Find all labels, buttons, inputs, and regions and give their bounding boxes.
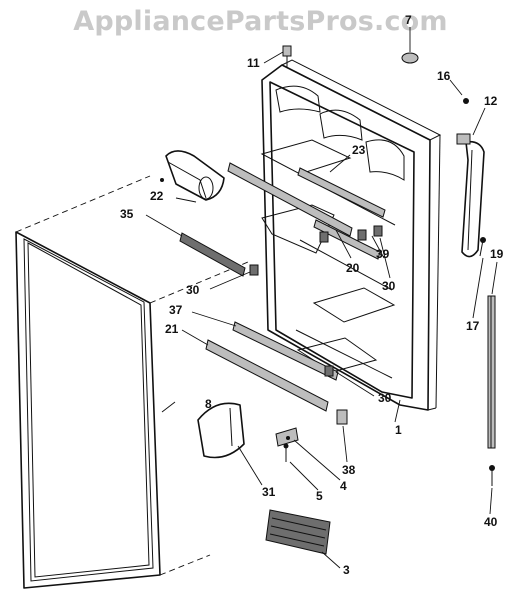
door-liner bbox=[260, 59, 442, 411]
callout-19: 19 bbox=[490, 247, 504, 261]
hinge-pin-4 bbox=[275, 427, 299, 447]
callout-20: 20 bbox=[346, 261, 360, 275]
callout-37: 37 bbox=[169, 303, 183, 317]
callout-21: 21 bbox=[165, 322, 179, 336]
screw-17 bbox=[479, 237, 486, 257]
callout-17: 17 bbox=[466, 319, 480, 333]
grille-3 bbox=[265, 509, 331, 555]
shelf-bar-37 bbox=[232, 321, 339, 381]
callout-23: 23 bbox=[352, 143, 366, 157]
callout-7: 7 bbox=[405, 13, 412, 27]
watermark-text: AppliancePartsPros.com bbox=[73, 6, 448, 37]
callout-8: 8 bbox=[205, 397, 212, 411]
end-caps bbox=[249, 225, 383, 377]
shelf-bar-upper bbox=[227, 162, 353, 237]
screw-11 bbox=[282, 45, 292, 68]
shelf-bar-20 bbox=[313, 219, 381, 260]
callout-35: 35 bbox=[120, 207, 134, 221]
callout-40: 40 bbox=[484, 515, 498, 529]
callout-labels: 7 11 16 12 23 22 35 39 20 30 30 19 17 37… bbox=[120, 13, 504, 577]
leader-lines bbox=[145, 27, 498, 569]
callout-30-lower: 30 bbox=[378, 391, 392, 405]
callout-39: 39 bbox=[376, 247, 390, 261]
callout-11: 11 bbox=[247, 56, 260, 70]
door-gasket bbox=[15, 175, 249, 589]
door-handle bbox=[456, 98, 485, 258]
callout-1: 1 bbox=[395, 423, 402, 437]
callout-4: 4 bbox=[340, 479, 347, 493]
callout-3: 3 bbox=[343, 563, 350, 577]
callout-12: 12 bbox=[484, 94, 498, 108]
shelf-bar-35 bbox=[179, 232, 246, 277]
screw-40 bbox=[489, 465, 495, 486]
callout-30-right: 30 bbox=[382, 279, 396, 293]
stop-38 bbox=[336, 409, 348, 425]
plug-7 bbox=[401, 52, 419, 64]
screw-5 bbox=[283, 443, 289, 462]
bracket-31 bbox=[197, 402, 245, 459]
callout-31: 31 bbox=[262, 485, 276, 499]
callout-38: 38 bbox=[342, 463, 356, 477]
callout-30-left: 30 bbox=[186, 283, 200, 297]
shelf-bar-21 bbox=[205, 339, 329, 412]
trim-rod-19 bbox=[487, 295, 496, 449]
cover-22 bbox=[160, 150, 225, 201]
callout-16: 16 bbox=[437, 69, 451, 83]
callout-22: 22 bbox=[150, 189, 164, 203]
callout-5: 5 bbox=[316, 489, 323, 503]
shelf-bar-23 bbox=[297, 167, 386, 218]
